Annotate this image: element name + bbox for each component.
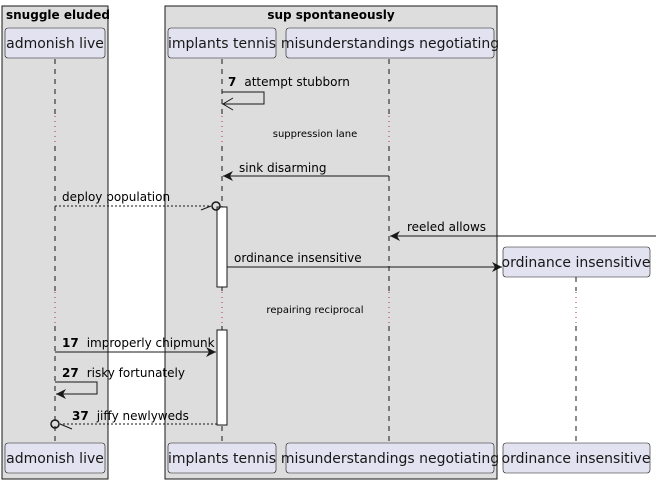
- message-text: attempt stubborn: [244, 75, 349, 89]
- divider-label: repairing reciprocal: [266, 305, 363, 316]
- message-text: risky fortunately: [87, 366, 185, 380]
- participant-label: ordinance insensitive: [502, 451, 651, 467]
- participant-ordinance-insensitive-bottom[interactable]: ordinance insensitive: [502, 442, 651, 474]
- participant-label: admonish live: [6, 36, 104, 52]
- box-title: snuggle eluded: [6, 8, 110, 22]
- message-label: 27 risky fortunately: [62, 364, 185, 381]
- message-label: 17 improperly chipmunk: [62, 334, 215, 351]
- message-label: 37 jiffy newlyweds: [72, 407, 189, 424]
- participant-label: misunderstandings negotiating: [281, 36, 499, 52]
- message-sink-disarming: sink disarming: [223, 161, 389, 181]
- participant-admonish-live-bottom[interactable]: admonish live: [4, 442, 106, 474]
- message-label: 7 attempt stubborn: [228, 73, 350, 90]
- message-text: improperly chipmunk: [87, 336, 215, 350]
- message-text: deploy population: [62, 190, 170, 204]
- lifeline-gaps: [54, 116, 577, 325]
- message-improperly-chipmunk: 17 improperly chipmunk: [55, 334, 216, 357]
- participant-label: misunderstandings negotiating: [281, 451, 499, 467]
- participant-label: implants tennis: [168, 36, 276, 52]
- message-text: ordinance insensitive: [234, 251, 362, 265]
- participant-implants-tennis-top[interactable]: implants tennis: [167, 27, 277, 59]
- divider-label: suppression lane: [273, 129, 358, 140]
- participant-admonish-live-top[interactable]: admonish live: [4, 27, 106, 59]
- participant-label: implants tennis: [168, 451, 276, 467]
- message-number: 27: [62, 366, 79, 380]
- message-number: 7: [228, 75, 236, 89]
- participant-label: ordinance insensitive: [502, 255, 651, 271]
- activation-bar: [216, 206, 228, 288]
- message-text: jiffy newlyweds: [96, 409, 189, 423]
- message-deploy-population: deploy population: [55, 190, 221, 211]
- message-risky-fortunately: 27 risky fortunately: [55, 364, 185, 399]
- message-number: 17: [62, 336, 79, 350]
- participant-label: admonish live: [6, 451, 104, 467]
- participant-ordinance-insensitive-top[interactable]: ordinance insensitive: [502, 246, 651, 278]
- box-snuggle-eluded: snuggle eluded: [1, 5, 110, 480]
- message-jiffy-newlyweds: 37 jiffy newlyweds: [50, 407, 217, 430]
- activation-bar: [216, 329, 228, 426]
- message-ordinance-insensitive: ordinance insensitive: [227, 251, 502, 272]
- message-number: 37: [72, 409, 89, 423]
- participant-misunderstandings-negotiating-top[interactable]: misunderstandings negotiating: [281, 27, 499, 59]
- participant-implants-tennis-bottom[interactable]: implants tennis: [167, 442, 277, 474]
- box-title: sup spontaneously: [267, 8, 395, 22]
- message-reeled-allows: reeled allows: [390, 220, 656, 241]
- participant-misunderstandings-negotiating-bottom[interactable]: misunderstandings negotiating: [281, 442, 499, 474]
- message-text: reeled allows: [407, 220, 486, 234]
- message-attempt-stubborn: 7 attempt stubborn: [222, 73, 350, 111]
- message-text: sink disarming: [239, 161, 326, 175]
